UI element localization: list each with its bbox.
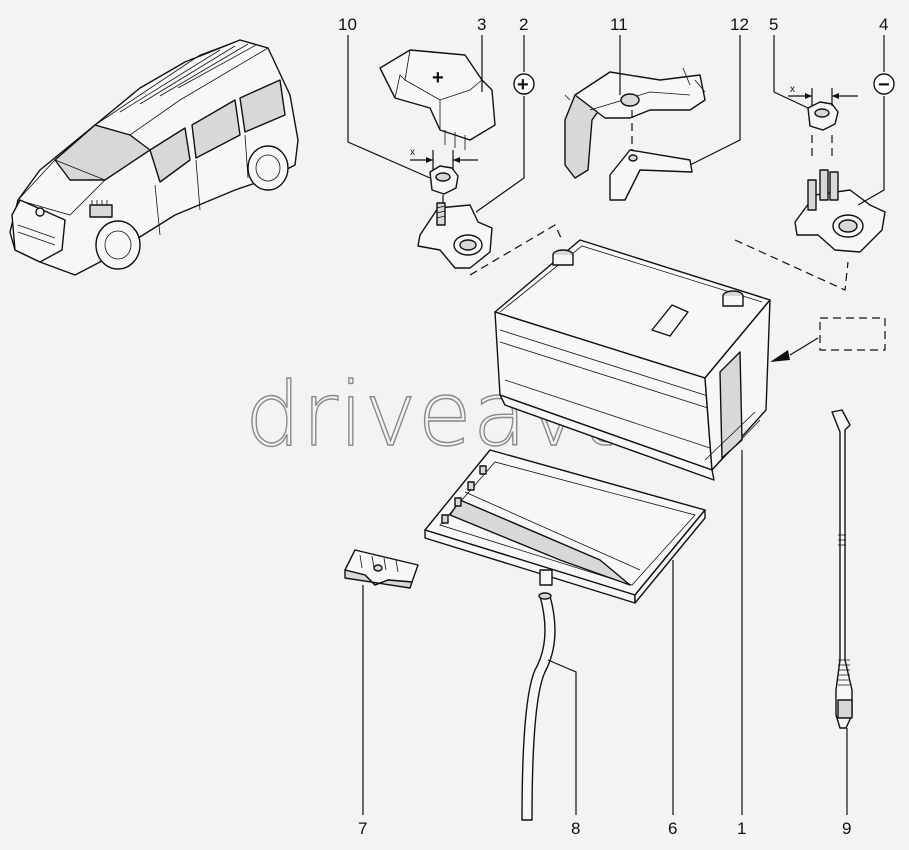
callout-6: 6 [668,819,677,838]
mounting-clip [344,549,419,589]
leader-lines [347,35,885,815]
positive-nut [429,165,459,195]
dimension-x-label-left: x [410,147,415,158]
battery [494,239,771,481]
callout-8: 8 [571,819,580,838]
hold-down-strap [609,149,693,201]
dimension-x-left: x [410,147,478,170]
callout-7: 7 [358,819,367,838]
callout-9: 9 [842,819,851,838]
callout-12: 12 [730,15,749,34]
callout-2: 2 [519,15,528,34]
negative-terminal-clamp [794,169,886,253]
battery-tray [424,449,706,604]
positive-symbol: + [513,73,535,96]
cover-plus-symbol: + [432,67,444,89]
callout-labels: 10 3 2 11 12 5 4 7 8 6 1 9 [338,15,888,838]
negative-nut [807,101,839,131]
callout-11: 11 [610,15,628,34]
svg-text:−: − [878,74,890,96]
terminal-cover: + [379,49,496,150]
callout-4: 4 [879,15,888,34]
dimension-x-right: x [788,84,858,106]
positive-terminal-clamp [417,202,493,269]
callout-3: 3 [477,15,486,34]
negative-symbol: − [873,73,895,96]
callout-5: 5 [769,15,778,34]
vehicle-illustration [9,39,299,276]
hold-down-rod [831,409,853,729]
drain-hose [521,592,556,821]
battery-clamp-bracket [564,67,706,179]
svg-text:+: + [517,74,529,96]
dimension-x-label-right: x [790,84,795,95]
callout-10: 10 [338,15,357,34]
callout-1: 1 [737,819,746,838]
